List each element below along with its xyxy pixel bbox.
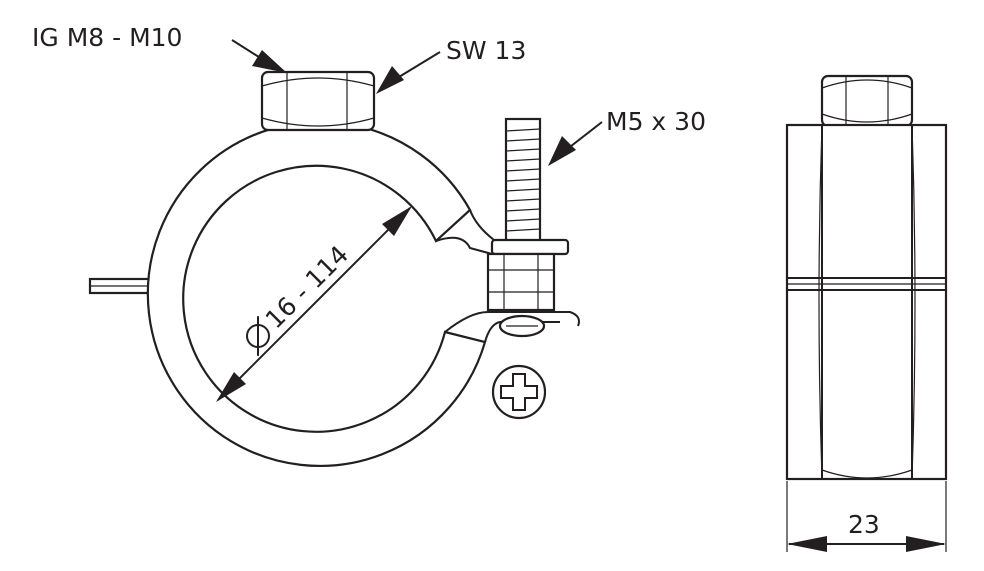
clamp-left-tab bbox=[88, 277, 152, 295]
phillips-screw-head bbox=[491, 364, 547, 420]
band-body bbox=[785, 123, 948, 481]
hex-nut-front bbox=[260, 70, 376, 132]
annotation-wrench-size: SW 13 bbox=[376, 36, 526, 94]
screw-label: M5 x 30 bbox=[606, 107, 706, 136]
clamp-strap-ends bbox=[435, 209, 580, 343]
clamp-front-view: 16 - 114 bbox=[88, 70, 580, 467]
screw-m5 bbox=[486, 117, 570, 312]
hex-nut-side bbox=[820, 74, 914, 128]
clamp-side-view bbox=[785, 74, 948, 481]
diameter-symbol-icon bbox=[246, 316, 270, 356]
annotation-screw: M5 x 30 bbox=[548, 107, 706, 166]
band-seam bbox=[787, 277, 946, 291]
diameter-dimension: 16 - 114 bbox=[216, 206, 412, 402]
clamp-ring bbox=[146, 120, 487, 467]
annotation-thread: IG M8 - M10 bbox=[32, 23, 287, 73]
width-dimension: 23 bbox=[786, 481, 947, 552]
width-label: 23 bbox=[848, 510, 880, 539]
wrench-size-label: SW 13 bbox=[446, 36, 526, 65]
diameter-label: 16 - 114 bbox=[260, 240, 354, 334]
thread-label: IG M8 - M10 bbox=[32, 23, 182, 52]
